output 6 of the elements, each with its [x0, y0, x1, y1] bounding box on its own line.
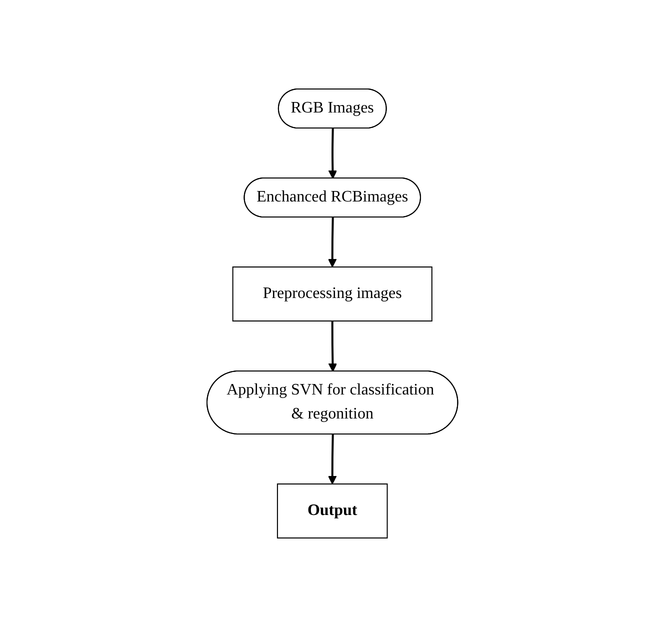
arrow: [328, 320, 337, 372]
node-box: Preprocessing images: [232, 266, 432, 321]
arrow: [328, 128, 337, 178]
node-box: Output: [276, 483, 388, 538]
arrow: [328, 216, 336, 267]
arrow: [328, 434, 336, 484]
